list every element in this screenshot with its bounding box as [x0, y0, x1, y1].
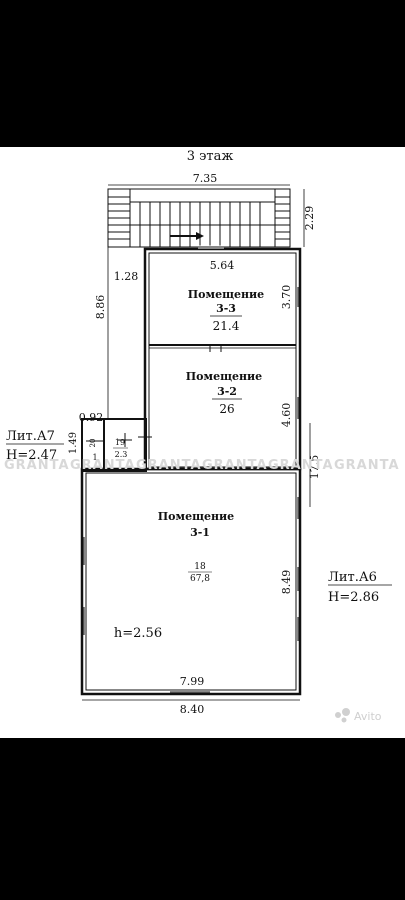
room-index: 18: [194, 562, 206, 572]
dim-small-height: 1.49: [68, 432, 79, 454]
room-area: 26: [219, 402, 234, 416]
avito-text: Avito: [354, 710, 382, 723]
small-room-20: 20 1: [89, 439, 98, 462]
floor-title: 3 этаж: [187, 149, 234, 164]
room-ceiling-height: h=2.56: [114, 626, 162, 641]
room-3-2: Помещение 3-2 26: [186, 370, 262, 416]
dim-left-height: 8.86: [94, 295, 107, 320]
room-area: 1: [92, 453, 97, 462]
litera-name: Лит.А6: [328, 570, 377, 585]
room-3-3: Помещение 3-3 21.4: [188, 288, 264, 333]
litera-a6: Лит.А6 H=2.86: [328, 570, 392, 605]
litera-a7: Лит.А7 H=2.47: [6, 429, 64, 463]
litera-name: Лит.А7: [6, 429, 55, 444]
watermark-text: GRANTA: [334, 458, 400, 473]
room-title: Помещение: [186, 370, 262, 383]
watermark-band: GRANTA GRANTA GRANTA GRANTA GRANTA GRANT…: [4, 458, 400, 473]
watermark-text: GRANTA: [136, 458, 202, 473]
room-area: 2.3: [115, 450, 128, 459]
staircase: [107, 188, 291, 248]
building-walls: [80, 245, 302, 696]
avito-logo: Avito: [335, 708, 382, 723]
room-area: 21.4: [213, 319, 240, 333]
litera-height: H=2.86: [328, 590, 379, 605]
dim-top-width: 7.35: [193, 172, 218, 185]
room-number: 3-2: [217, 385, 237, 398]
room-title: Помещение: [158, 510, 234, 523]
watermark-text: GRANTA: [202, 458, 268, 473]
dim-small-width: 0.92: [79, 411, 104, 424]
dim-room33-height: 3.70: [280, 285, 293, 310]
litera-height: H=2.47: [6, 448, 57, 463]
dim-room31-height: 8.49: [280, 570, 293, 595]
dim-stair-height: 2.29: [303, 206, 316, 231]
small-room-19: 19 2.3: [113, 438, 128, 459]
room-number: 3-3: [216, 302, 236, 315]
room-3-1: Помещение 3-1 18 67,8 h=2.56: [114, 510, 234, 641]
floor-plan-panel: 3 этаж: [0, 147, 405, 738]
dim-inner-width: 7.99: [180, 675, 205, 688]
dim-left-offset: 1.28: [114, 270, 139, 283]
stair-arrow-icon: [170, 232, 204, 240]
dim-room33-width: 5.64: [210, 259, 235, 272]
watermark-text: GRANTA: [268, 458, 334, 473]
watermark-text: GRANTA: [4, 458, 70, 473]
watermark-text: GRANTA: [70, 458, 136, 473]
dim-right-total: 17.5: [308, 455, 321, 480]
room-number: 3-1: [190, 526, 210, 539]
room-area: 67,8: [190, 574, 210, 584]
room-index: 19: [115, 438, 125, 447]
dim-outer-width: 8.40: [180, 703, 205, 716]
dim-room32-height: 4.60: [280, 403, 293, 428]
floor-plan-drawing: 3 этаж: [4, 149, 400, 723]
room-index: 20: [89, 439, 97, 448]
room-title: Помещение: [188, 288, 264, 301]
